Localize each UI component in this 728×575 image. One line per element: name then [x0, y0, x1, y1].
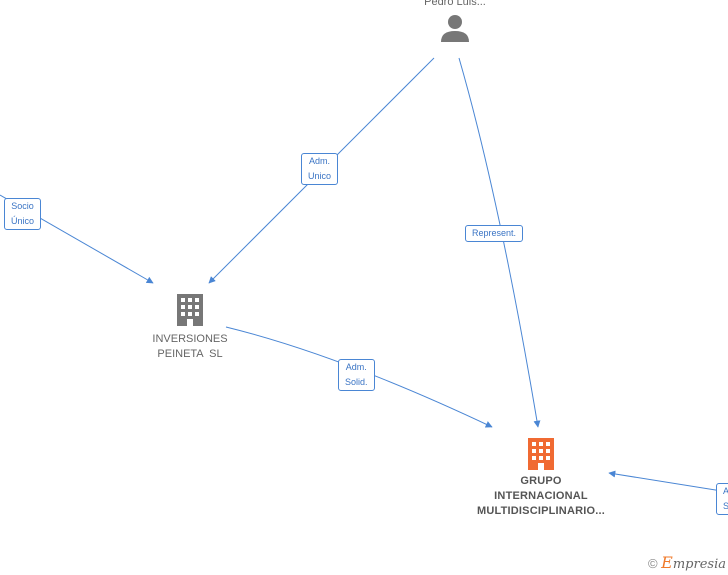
- edge-label-adm-unico[interactable]: Adm. Unico: [301, 153, 339, 185]
- edge-label-socio-unico-line2: Único: [11, 216, 35, 226]
- node-inversiones-label-line2: PEINETA SL: [157, 348, 223, 360]
- building-icon: [177, 294, 203, 326]
- edge-label-right-partial-line2: S: [723, 501, 728, 511]
- edge-label-adm-solid-line2: Solid.: [345, 377, 368, 387]
- edge-label-socio-unico[interactable]: Socio Único: [4, 198, 42, 230]
- edge-label-adm-solid[interactable]: Adm. Solid.: [338, 359, 375, 391]
- brand-name-rest: mpresia: [672, 557, 726, 572]
- brand-footer: © Empresia: [648, 553, 726, 572]
- node-grupo-label-line1: GRUPO: [520, 475, 562, 487]
- edge-label-right-partial-line1: A: [723, 486, 728, 496]
- person-icon: [441, 15, 469, 42]
- brand-initial: E: [661, 553, 673, 572]
- node-grupo-label-line3: MULTIDISCIPLINARIO...: [476, 505, 606, 517]
- node-inversiones[interactable]: INVERSIONES PEINETA SL: [135, 292, 245, 362]
- edge-label-adm-unico-line2: Unico: [308, 171, 332, 181]
- copyright-symbol: ©: [647, 556, 658, 571]
- edge-label-right-partial[interactable]: A S: [716, 483, 728, 515]
- edge-label-adm-unico-line1: Adm.: [309, 156, 331, 166]
- node-person-label: Pedro Luis...: [424, 0, 486, 8]
- edge-label-adm-solid-line1: Adm.: [345, 362, 367, 372]
- node-person[interactable]: Pedro Luis...: [400, 0, 510, 43]
- node-inversiones-label-line1: INVERSIONES: [152, 333, 228, 345]
- edge-label-socio-unico-line1: Socio: [11, 201, 34, 211]
- building-icon: [528, 438, 554, 470]
- node-grupo-label-line2: INTERNACIONAL: [494, 490, 588, 502]
- node-grupo[interactable]: GRUPO INTERNACIONAL MULTIDISCIPLINARIO..…: [461, 436, 621, 519]
- edge-represent: [458, 57, 541, 428]
- edge-label-represent-line1: Represent.: [472, 228, 517, 238]
- edge-right-partial: [608, 470, 728, 493]
- edge-label-represent[interactable]: Represent.: [465, 225, 524, 242]
